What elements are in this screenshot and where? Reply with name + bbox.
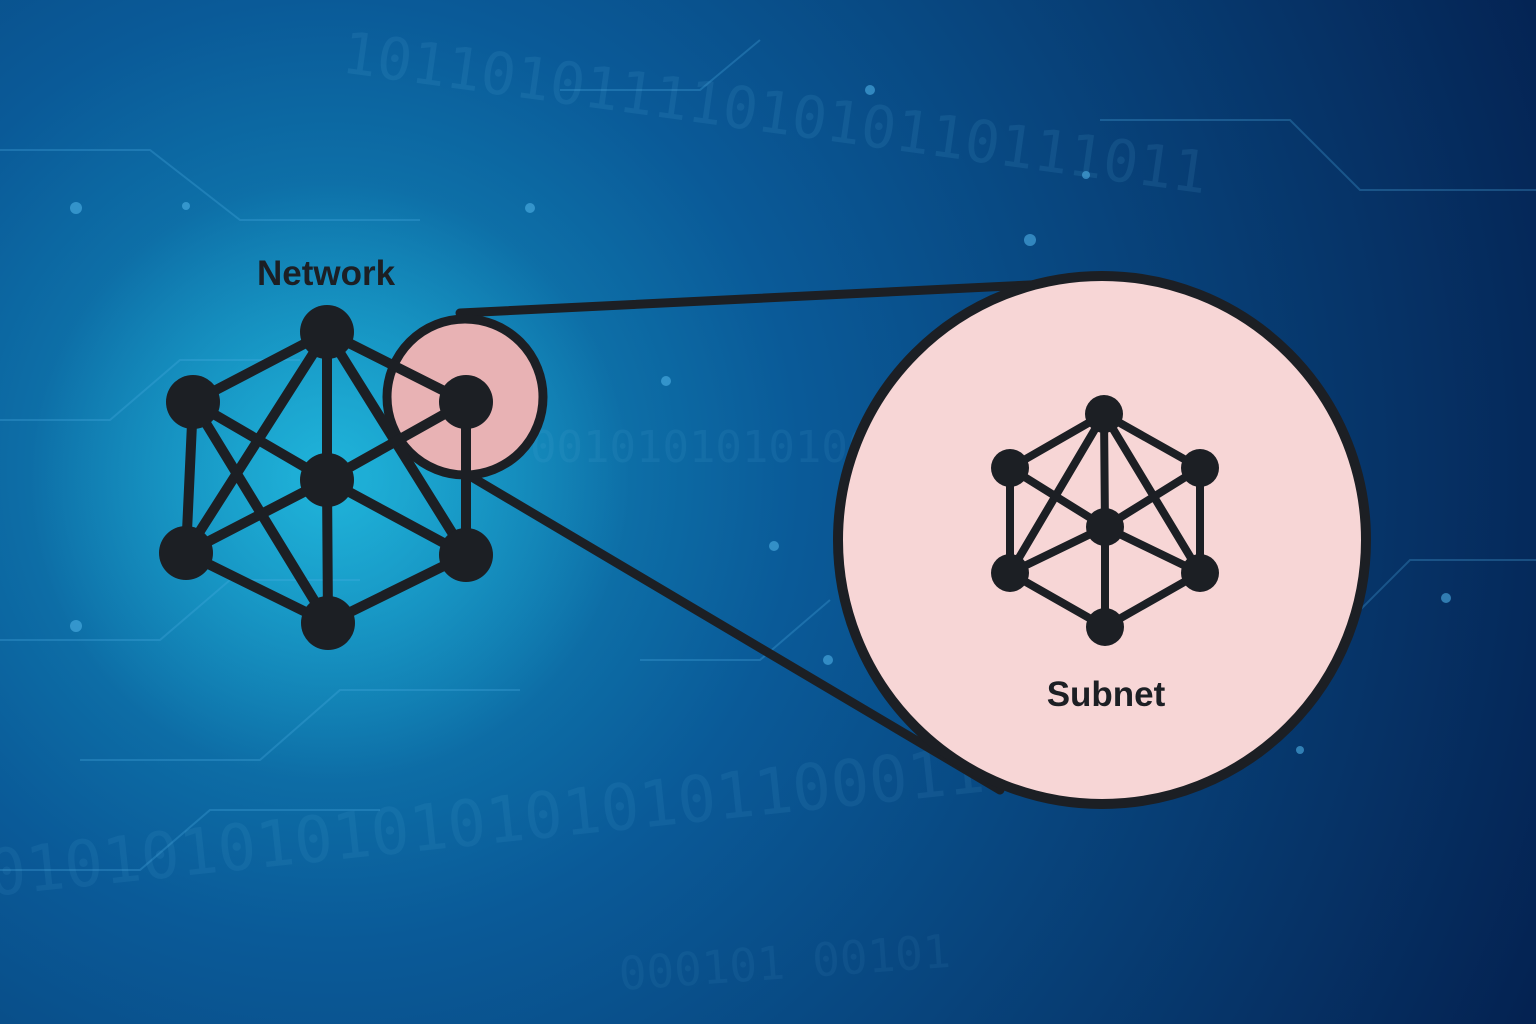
node-icon <box>301 596 355 650</box>
circuit-dots <box>70 85 1451 754</box>
node-icon <box>166 375 220 429</box>
node-icon <box>991 449 1029 487</box>
connector-bottom <box>465 471 1005 795</box>
node-icon <box>1085 395 1123 433</box>
node-icon <box>300 305 354 359</box>
node-icon <box>1181 449 1219 487</box>
node-icon <box>1181 554 1219 592</box>
binary-row: 00101010101000 <box>530 422 901 473</box>
node-icon <box>439 375 493 429</box>
node-icon <box>300 453 354 507</box>
connector-top <box>455 279 1055 318</box>
subnet-label: Subnet <box>1047 675 1166 714</box>
node-icon <box>159 526 213 580</box>
magnifier-connectors <box>455 279 1055 795</box>
network-graph <box>159 305 493 650</box>
node-icon <box>1086 608 1124 646</box>
node-icon <box>439 528 493 582</box>
node-icon <box>1086 508 1124 546</box>
subnet-graph <box>991 395 1219 646</box>
network-label: Network <box>257 254 396 293</box>
network-nodes <box>159 305 493 650</box>
node-icon <box>991 554 1029 592</box>
subnet-nodes <box>991 395 1219 646</box>
